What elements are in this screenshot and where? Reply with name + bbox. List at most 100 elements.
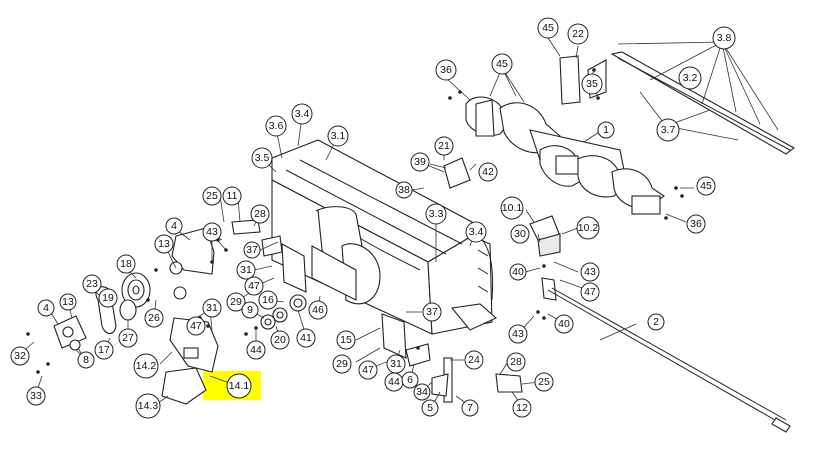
svg-text:3.4: 3.4	[469, 226, 484, 238]
svg-text:13: 13	[158, 238, 170, 250]
svg-text:14.3: 14.3	[138, 400, 159, 412]
svg-text:1: 1	[603, 124, 609, 136]
housing	[271, 139, 498, 335]
callout: 34	[413, 383, 431, 401]
svg-text:28: 28	[510, 356, 522, 368]
callout: 45	[696, 176, 716, 196]
callout: 20	[270, 330, 290, 350]
svg-text:8: 8	[83, 354, 89, 366]
callout: 7	[461, 399, 479, 417]
callout: 44	[246, 340, 266, 360]
svg-text:16: 16	[262, 294, 274, 306]
callout: 45	[491, 53, 513, 75]
svg-text:15: 15	[340, 334, 352, 346]
callout: 3.6	[265, 115, 287, 137]
svg-text:27: 27	[122, 332, 134, 344]
svg-text:10.2: 10.2	[578, 222, 599, 234]
callout: 43	[508, 324, 528, 344]
rod	[541, 277, 791, 433]
bearing-parts	[260, 294, 307, 330]
svg-text:35: 35	[586, 78, 598, 90]
svg-text:14.1: 14.1	[229, 380, 250, 392]
svg-text:25: 25	[206, 190, 218, 202]
svg-text:39: 39	[414, 156, 426, 168]
callout: 25	[534, 372, 554, 392]
side-plates	[231, 219, 407, 359]
scraper-blade	[610, 51, 796, 155]
svg-text:2: 2	[653, 316, 659, 328]
callout: 41	[296, 328, 316, 348]
svg-text:3.5: 3.5	[255, 152, 270, 164]
auger-assembly	[465, 55, 665, 215]
svg-text:44: 44	[388, 376, 400, 388]
svg-text:22: 22	[572, 28, 584, 40]
callout: 29	[332, 354, 352, 374]
callout: 27	[118, 328, 138, 348]
callout-bubbles: 45 22 36 45 35 3.8 3.2 3.7 3.6 3.4 3.1 3…	[10, 17, 736, 419]
svg-text:40: 40	[512, 266, 524, 278]
svg-text:3.2: 3.2	[683, 72, 698, 84]
svg-text:43: 43	[512, 328, 524, 340]
callout: 2	[647, 313, 665, 331]
callout: 42	[478, 162, 498, 182]
svg-text:24: 24	[468, 354, 480, 366]
callout: 3.8	[712, 26, 736, 50]
svg-text:47: 47	[362, 364, 374, 376]
svg-text:41: 41	[300, 332, 312, 344]
callout: 5	[421, 399, 439, 417]
svg-text:29: 29	[230, 296, 242, 308]
svg-text:37: 37	[246, 244, 258, 256]
misc-plates	[443, 157, 561, 257]
svg-text:36: 36	[690, 218, 702, 230]
callout: 35	[581, 73, 603, 95]
svg-text:4: 4	[43, 302, 49, 314]
chute-bracket	[161, 317, 219, 405]
svg-text:10.1: 10.1	[502, 202, 523, 214]
callout: 3.7	[656, 118, 680, 142]
callout: 29	[226, 292, 246, 312]
svg-text:11: 11	[227, 190, 238, 202]
callout: 19	[98, 288, 118, 308]
callout: 3.4	[291, 103, 313, 125]
svg-text:28: 28	[254, 208, 266, 220]
callout: 31	[386, 354, 406, 374]
svg-text:19: 19	[102, 292, 114, 304]
callout: 40	[554, 314, 574, 334]
callout: 9	[241, 301, 259, 319]
callout: 44	[384, 372, 404, 392]
callout: 17	[94, 340, 114, 360]
callout: 15	[336, 330, 356, 350]
callout: 40	[509, 263, 527, 281]
callout: 39	[410, 152, 430, 172]
callout: 25	[202, 186, 222, 206]
svg-text:37: 37	[426, 306, 438, 318]
callout: 4	[165, 217, 183, 235]
callout: 12	[512, 398, 532, 418]
svg-text:47: 47	[248, 280, 260, 292]
svg-text:42: 42	[482, 166, 494, 178]
callout: 30	[510, 224, 530, 244]
callout: 23	[82, 274, 102, 294]
svg-text:14.2: 14.2	[136, 360, 157, 372]
svg-text:43: 43	[206, 226, 218, 238]
svg-text:4: 4	[171, 220, 177, 232]
callout: 31	[236, 260, 256, 280]
callout: 10.1	[500, 196, 524, 220]
svg-text:47: 47	[584, 286, 596, 298]
svg-text:36: 36	[440, 64, 452, 76]
callout: 3.4	[465, 221, 487, 243]
callout: 11	[222, 186, 242, 206]
callout: 37	[243, 241, 261, 259]
svg-text:17: 17	[98, 344, 110, 356]
svg-text:30: 30	[514, 228, 526, 240]
svg-text:34: 34	[416, 386, 428, 398]
callout: 3.5	[251, 147, 273, 169]
callout: 43	[202, 222, 222, 242]
svg-text:45: 45	[496, 58, 508, 70]
svg-text:9: 9	[247, 304, 253, 316]
callout: 32	[10, 346, 30, 366]
callout: 21	[434, 136, 454, 156]
svg-text:47: 47	[190, 320, 202, 332]
